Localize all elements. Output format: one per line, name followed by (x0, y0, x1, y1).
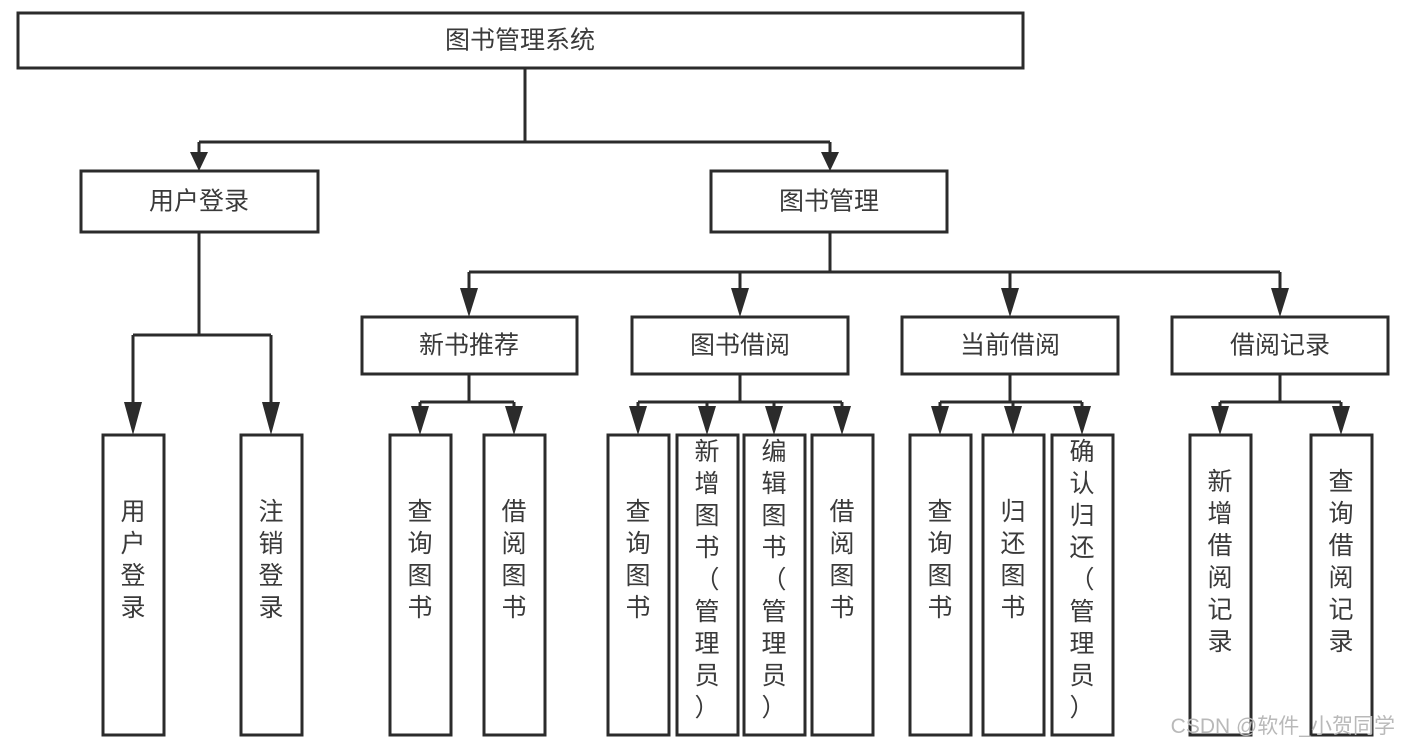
node-leaf-query-borrow-record-box[interactable] (1309, 433, 1374, 737)
node-leaf-user-logout-box[interactable] (239, 433, 304, 737)
node-leaf-return-book-label: 归还图书 (1000, 498, 1025, 622)
node-leaf-borrow-book-2[interactable]: 借阅图书 (810, 433, 875, 737)
node-leaf-edit-book-admin[interactable]: 编辑图书（管理员） (742, 433, 807, 737)
node-borrow-record[interactable]: 借阅记录 (1170, 315, 1390, 376)
node-borrow-record-box[interactable] (1170, 315, 1390, 376)
node-leaf-user-login-label: 用户登录 (120, 498, 145, 622)
node-leaf-borrow-book-2-label: 借阅图书 (829, 498, 854, 622)
node-leaf-confirm-return-admin-label: 确认归还（管理员） (1069, 438, 1094, 722)
node-current-borrow-box[interactable] (900, 315, 1120, 376)
arrowhead-user-login (190, 152, 208, 171)
node-leaf-add-borrow-record-box[interactable] (1188, 433, 1253, 737)
leaf-nodes-layer: 用户登录 注销登录 查询图书 借阅图书 查询图书 新增图书（管理员） 编辑图书（… (101, 433, 1374, 737)
node-user-login[interactable]: 用户登录 (79, 169, 320, 234)
node-leaf-query-book-1-box[interactable] (388, 433, 453, 737)
arrowhead-leaf-borrow-book-1 (505, 406, 523, 435)
node-leaf-edit-book-admin-box[interactable] (742, 433, 807, 737)
arrowhead-leaf-user-login (124, 402, 142, 435)
arrowhead-leaf-query-book-3 (931, 406, 949, 435)
connector-layer (124, 68, 1350, 435)
arrowhead-leaf-query-borrow-record (1332, 406, 1350, 435)
node-leaf-query-book-3[interactable]: 查询图书 (908, 433, 973, 737)
node-leaf-add-book-admin-label: 新增图书（管理员） (694, 438, 719, 722)
node-leaf-query-book-2[interactable]: 查询图书 (606, 433, 671, 737)
node-leaf-query-book-1[interactable]: 查询图书 (388, 433, 453, 737)
node-new-book-rec-box[interactable] (360, 315, 579, 376)
node-leaf-user-logout[interactable]: 注销登录 (239, 433, 304, 737)
node-book-manage[interactable]: 图书管理 (709, 169, 949, 234)
node-leaf-borrow-book-1-box[interactable] (482, 433, 547, 737)
arrowhead-leaf-add-borrow-record (1211, 406, 1229, 435)
node-leaf-borrow-book-1[interactable]: 借阅图书 (482, 433, 547, 737)
node-current-borrow-label: 当前借阅 (960, 332, 1060, 360)
arrowhead-leaf-return-book (1004, 406, 1022, 435)
node-leaf-borrow-book-1-label: 借阅图书 (501, 498, 526, 622)
node-leaf-edit-book-admin-label: 编辑图书（管理员） (761, 438, 786, 722)
arrowhead-book-borrow (731, 288, 749, 317)
arrowhead-leaf-add-book-admin (698, 406, 716, 435)
node-leaf-query-book-1-label: 查询图书 (407, 498, 432, 622)
node-book-borrow[interactable]: 图书借阅 (630, 315, 850, 376)
node-leaf-add-borrow-record[interactable]: 新增借阅记录 (1188, 433, 1253, 737)
node-root[interactable]: 图书管理系统 (16, 11, 1025, 70)
node-borrow-record-label: 借阅记录 (1230, 332, 1330, 360)
node-leaf-query-book-2-label: 查询图书 (625, 498, 650, 622)
node-leaf-user-login-box[interactable] (101, 433, 166, 737)
node-leaf-add-borrow-record-label: 新增借阅记录 (1207, 468, 1232, 656)
node-book-manage-label: 图书管理 (779, 188, 879, 216)
node-leaf-query-book-3-box[interactable] (908, 433, 973, 737)
node-book-borrow-label: 图书借阅 (690, 332, 790, 360)
arrowhead-leaf-query-book-2 (629, 406, 647, 435)
node-leaf-return-book-box[interactable] (981, 433, 1046, 737)
arrowhead-leaf-borrow-book-2 (833, 406, 851, 435)
node-leaf-user-login[interactable]: 用户登录 (101, 433, 166, 737)
arrowhead-current-borrow (1001, 288, 1019, 317)
arrowhead-leaf-user-logout (262, 402, 280, 435)
arrowhead-leaf-query-book-1 (411, 406, 429, 435)
node-new-book-rec[interactable]: 新书推荐 (360, 315, 579, 376)
node-book-borrow-box[interactable] (630, 315, 850, 376)
node-leaf-return-book[interactable]: 归还图书 (981, 433, 1046, 737)
node-user-login-label: 用户登录 (149, 188, 249, 216)
csdn-watermark: CSDN @软件_小贺同学 (1171, 715, 1395, 738)
arrowhead-book-manage (821, 152, 839, 171)
node-leaf-borrow-book-2-box[interactable] (810, 433, 875, 737)
node-leaf-add-book-admin-box[interactable] (675, 433, 740, 737)
node-leaf-query-book-3-label: 查询图书 (927, 498, 952, 622)
node-new-book-rec-label: 新书推荐 (419, 332, 519, 360)
arrowhead-borrow-record (1271, 288, 1289, 317)
arrowhead-leaf-confirm-return-admin (1073, 406, 1091, 435)
node-leaf-confirm-return-admin[interactable]: 确认归还（管理员） (1050, 433, 1115, 737)
node-leaf-query-borrow-record[interactable]: 查询借阅记录 (1309, 433, 1374, 737)
arrowhead-new-book-rec (460, 288, 478, 317)
node-leaf-query-book-2-box[interactable] (606, 433, 671, 737)
node-leaf-add-book-admin[interactable]: 新增图书（管理员） (675, 433, 740, 737)
arrowhead-leaf-edit-book-admin (765, 406, 783, 435)
node-user-login-box[interactable] (79, 169, 320, 234)
node-root-box[interactable] (16, 11, 1025, 70)
node-leaf-user-logout-label: 注销登录 (258, 498, 283, 622)
node-leaf-query-borrow-record-label: 查询借阅记录 (1328, 468, 1353, 656)
node-leaf-confirm-return-admin-box[interactable] (1050, 433, 1115, 737)
node-root-label: 图书管理系统 (445, 27, 595, 55)
node-book-manage-box[interactable] (709, 169, 949, 234)
node-current-borrow[interactable]: 当前借阅 (900, 315, 1120, 376)
